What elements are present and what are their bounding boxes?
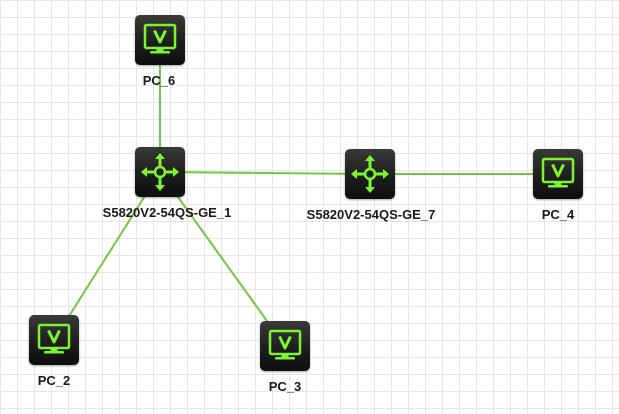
monitor-icon — [268, 329, 302, 360]
pc-6-node[interactable] — [135, 15, 185, 65]
switch-7-node[interactable] — [345, 149, 395, 199]
switch-arrows-icon — [141, 153, 179, 191]
pc-6-label: PC_6 — [142, 73, 176, 88]
switch-1-label: S5820V2-54QS-GE_1 — [102, 205, 232, 220]
pc-2-label: PC_2 — [37, 373, 71, 388]
switch-arrows-icon — [351, 155, 389, 193]
switch-1-node[interactable] — [135, 147, 185, 197]
pc-4-node[interactable] — [533, 149, 583, 199]
monitor-icon — [541, 157, 575, 188]
pc-3-label: PC_3 — [268, 379, 302, 394]
pc-3-node[interactable] — [260, 321, 310, 371]
link-sw1-sw7[interactable] — [159, 171, 371, 175]
pc-4-label: PC_4 — [541, 207, 575, 222]
monitor-icon — [37, 323, 71, 354]
link-sw1-pc2[interactable] — [53, 171, 161, 341]
pc-2-node[interactable] — [29, 315, 79, 365]
monitor-icon — [143, 23, 177, 54]
link-sw1-pc3[interactable] — [159, 171, 286, 347]
switch-7-label: S5820V2-54QS-GE_7 — [306, 207, 436, 222]
